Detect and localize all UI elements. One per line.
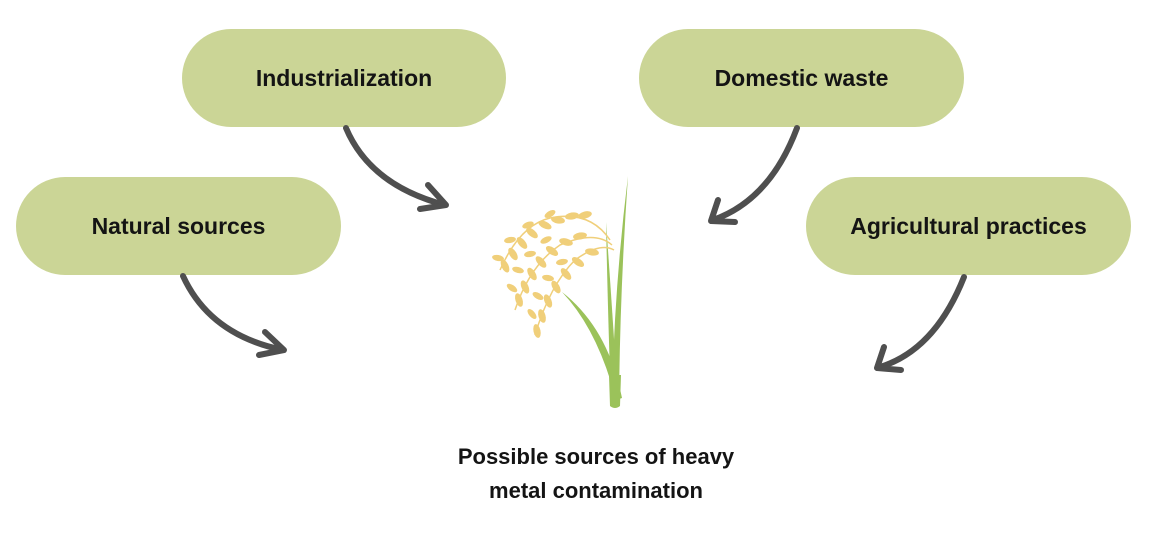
- arrow-agricultural-practices: [877, 274, 967, 370]
- caption-line-2: metal contamination: [489, 478, 703, 503]
- arrow-domestic-waste: [710, 125, 800, 223]
- arrowhead-industrialization: [417, 182, 449, 212]
- source-agricultural-practices: Agricultural practices: [806, 177, 1131, 275]
- source-industrialization: Industrialization: [182, 29, 506, 127]
- diagram-caption: Possible sources of heavy metal contamin…: [378, 440, 814, 508]
- arrowhead-domestic-waste: [708, 197, 738, 225]
- stem-base: [609, 375, 621, 408]
- leaf-mid: [606, 222, 618, 402]
- source-domestic-waste: Domestic waste: [639, 29, 964, 127]
- caption-line-1: Possible sources of heavy: [457, 444, 735, 469]
- stalk-1: [499, 215, 611, 271]
- leaf-tall: [612, 176, 628, 402]
- source-natural-sources: Natural sources: [16, 177, 341, 275]
- arrow-natural-sources: [180, 273, 286, 353]
- arrowhead-natural-sources: [256, 329, 287, 358]
- arrowhead-agricultural-practices: [874, 344, 904, 373]
- arrow-industrialization: [343, 125, 448, 208]
- rice-plant-icon: [492, 176, 628, 408]
